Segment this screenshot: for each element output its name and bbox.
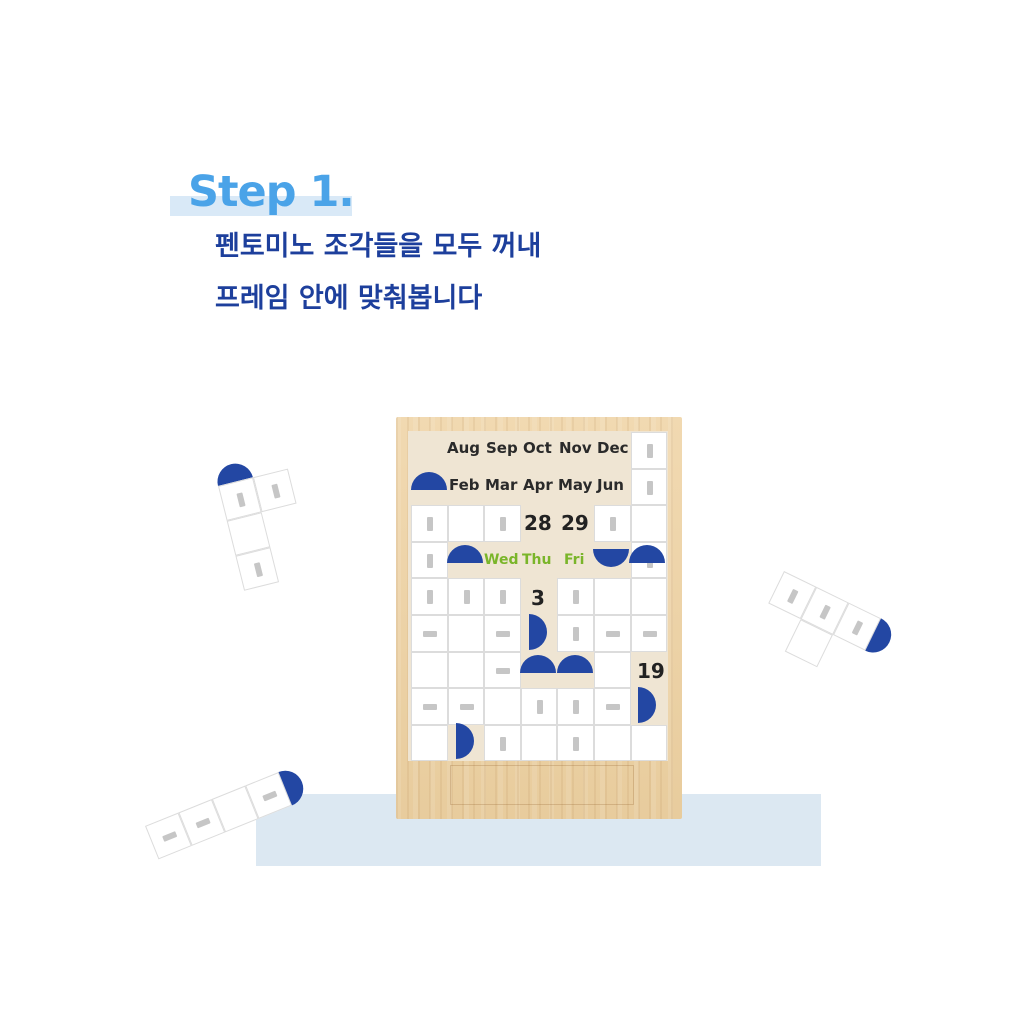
day-label: 3	[531, 586, 545, 610]
instruction-line-1: 펜토미노 조각들을 모두 꺼내	[215, 231, 542, 262]
weekday-label: Thu	[522, 552, 552, 568]
day-label: 29	[561, 511, 589, 535]
piece-square[interactable]	[630, 615, 668, 652]
piece-square[interactable]	[630, 724, 668, 762]
piece-square[interactable]	[484, 615, 521, 652]
month-label: Nov	[559, 439, 592, 457]
month-label: Jun	[597, 476, 624, 494]
piece-cap	[593, 549, 629, 567]
piece-square[interactable]	[447, 505, 485, 542]
piece-square[interactable]	[594, 688, 631, 725]
piece-square[interactable]	[411, 651, 448, 689]
month-label: Dec	[597, 439, 629, 457]
piece-cap	[529, 614, 547, 650]
piece-mark	[642, 631, 657, 637]
piece-square[interactable]	[630, 505, 668, 542]
piece-square[interactable]	[411, 688, 448, 725]
piece-square[interactable]	[630, 468, 668, 506]
piece-mark	[427, 590, 433, 605]
piece-mark	[646, 444, 653, 458]
step-highlight-bar	[170, 196, 352, 216]
piece-square[interactable]	[520, 688, 558, 725]
step-title: Step 1.	[188, 167, 355, 217]
piece-square[interactable]	[557, 578, 594, 615]
piece-mark	[646, 480, 653, 495]
piece-square[interactable]	[594, 651, 631, 689]
day-label: 28	[524, 511, 552, 535]
piece-square[interactable]	[411, 615, 448, 652]
piece-cap	[456, 723, 474, 759]
instruction-line-2: 프레임 안에 맞춰봅니다	[215, 283, 483, 314]
piece-mark	[496, 667, 511, 674]
piece-mark	[427, 553, 433, 568]
weekday-label: Wed	[484, 552, 519, 568]
piece-mark	[500, 736, 507, 751]
piece-square[interactable]	[411, 578, 448, 615]
piece-cap	[629, 545, 665, 563]
piece-mark	[496, 631, 511, 637]
piece-mark	[500, 517, 507, 532]
piece-mark	[427, 517, 433, 532]
piece-square[interactable]	[484, 505, 521, 542]
weekday-label: Fri	[564, 552, 585, 568]
piece-cap	[447, 545, 483, 563]
board-tray	[450, 765, 634, 805]
piece-square[interactable]	[630, 578, 668, 615]
piece-mark	[573, 627, 580, 641]
piece-mark	[606, 631, 620, 637]
piece-mark	[536, 700, 543, 715]
piece-mark	[573, 736, 580, 751]
piece-square[interactable]	[557, 724, 594, 762]
day-label: 19	[637, 659, 665, 683]
piece-square[interactable]	[447, 651, 485, 689]
piece-square[interactable]	[594, 615, 631, 652]
piece-square[interactable]	[594, 724, 631, 762]
piece-mark	[573, 590, 580, 605]
piece-cap	[411, 472, 447, 490]
piece-mark	[423, 704, 437, 711]
piece-square[interactable]	[447, 615, 485, 652]
piece-square[interactable]	[484, 651, 521, 689]
piece-square[interactable]	[411, 541, 448, 579]
month-label: Aug	[447, 439, 481, 457]
piece-mark	[573, 700, 580, 715]
month-label: Feb	[449, 476, 480, 494]
piece-mark	[606, 704, 620, 711]
piece-square[interactable]	[411, 505, 448, 542]
month-label: Apr	[523, 476, 553, 494]
piece-mark	[459, 704, 474, 711]
piece-square[interactable]	[557, 688, 594, 725]
piece-cap	[638, 687, 656, 723]
piece-square[interactable]	[520, 724, 558, 762]
month-label: May	[558, 476, 593, 494]
piece-mark	[500, 590, 507, 605]
piece-square[interactable]	[447, 578, 485, 615]
piece-square[interactable]	[594, 505, 631, 542]
month-label: Sep	[486, 439, 518, 457]
piece-square[interactable]	[484, 688, 521, 725]
piece-square[interactable]	[630, 432, 668, 469]
piece-square[interactable]	[557, 615, 594, 652]
piece-square[interactable]	[411, 724, 448, 762]
month-label: Mar	[485, 476, 518, 494]
piece-mark	[610, 517, 616, 532]
piece-cap	[520, 655, 556, 673]
piece-square[interactable]	[484, 724, 521, 762]
piece-square[interactable]	[447, 688, 485, 725]
month-label: Oct	[523, 439, 552, 457]
piece-mark	[423, 631, 437, 637]
piece-mark	[463, 590, 470, 605]
piece-square[interactable]	[594, 578, 631, 615]
piece-cap	[557, 655, 593, 673]
piece-square[interactable]	[484, 578, 521, 615]
